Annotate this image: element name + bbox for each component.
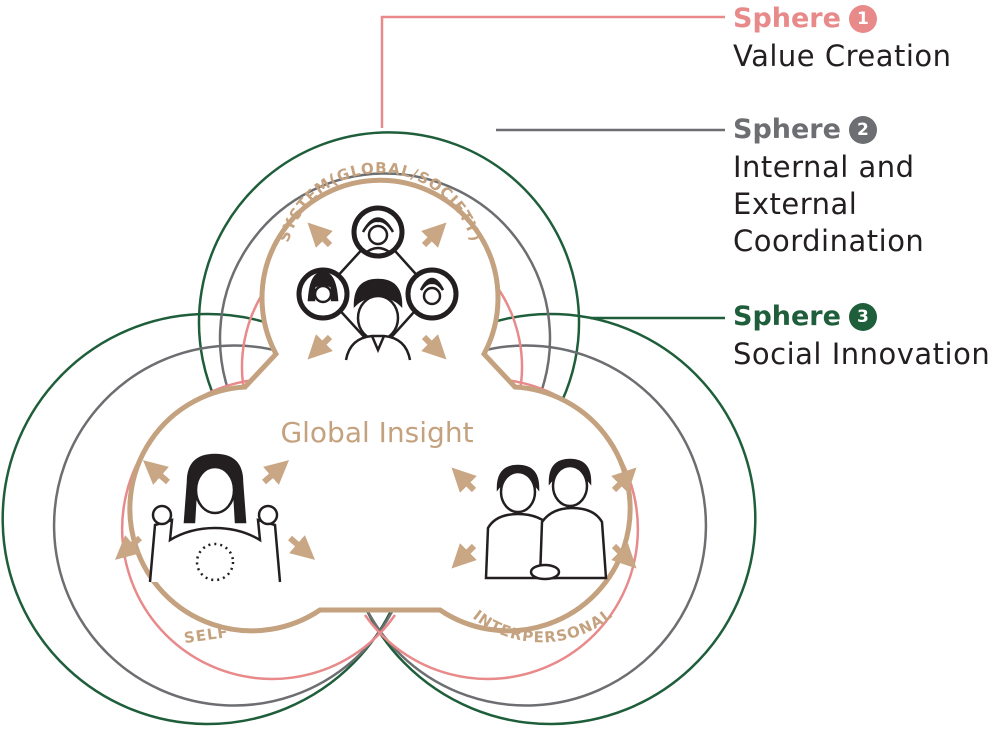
person-center: [344, 278, 412, 361]
sphere1-number-badge: 1: [848, 5, 877, 33]
person-avatar-right: [405, 267, 459, 321]
sphere2-number-badge: 2: [848, 116, 877, 144]
legend-sphere2: Sphere 2 Internal and External Coordinat…: [733, 115, 924, 260]
arrows-system: [307, 222, 447, 360]
self-label: SELF: [183, 623, 230, 647]
self-illustration: [114, 453, 316, 583]
sphere3-title: Sphere: [733, 301, 841, 332]
sphere2-description-line1: Internal and: [733, 150, 915, 184]
sphere3-description: Social Innovation: [733, 337, 991, 371]
arrows-interpersonal: [451, 467, 637, 569]
sphere2-description-line2: External: [733, 187, 858, 221]
sphere2-title: Sphere: [733, 114, 841, 145]
sphere3-heading: Sphere 3: [733, 302, 990, 332]
interpersonal-illustration: [451, 458, 637, 581]
sphere1-description: Value Creation: [733, 39, 952, 73]
sphere1-title: Sphere: [733, 3, 841, 34]
legend-sphere1: Sphere 1 Value Creation: [733, 4, 952, 75]
sphere1-heading: Sphere 1: [733, 4, 952, 34]
sphere2-ring: [52, 172, 708, 707]
arrows-self: [114, 460, 316, 560]
system-illustration: [296, 205, 459, 361]
global-insight-title: Global Insight: [280, 416, 473, 449]
sphere2-description-line3: Coordination: [733, 224, 925, 258]
person-avatar-top: [351, 205, 405, 259]
person-avatar-left: [296, 267, 350, 321]
sphere2-heading: Sphere 2: [733, 115, 924, 145]
legend-sphere3: Sphere 3 Social Innovation: [733, 302, 990, 373]
sphere1-connector-line: [380, 15, 725, 128]
sphere3-ring: [1, 131, 757, 726]
sphere3-number-badge: 3: [848, 303, 877, 331]
